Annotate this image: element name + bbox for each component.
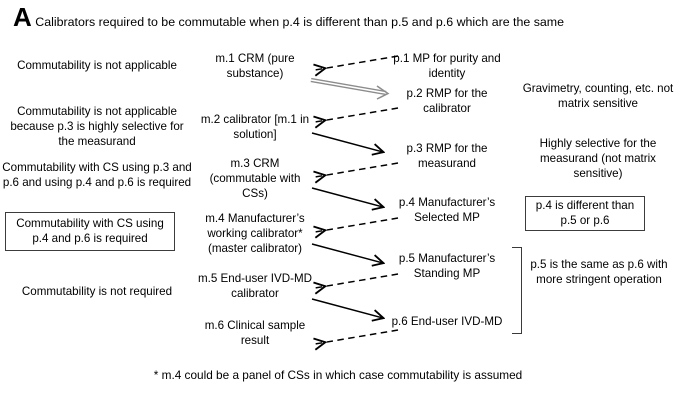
procedure-p2: p.2 RMP for the calibrator	[406, 87, 488, 115]
material-m4: m.4 Manufacturer’s working calibrator* (…	[205, 212, 305, 255]
panel-letter: A	[13, 2, 32, 32]
annotation-p4-different-label: p.4 is different than p.5 or p.6	[535, 198, 635, 227]
annotation-gravimetry: Gravimetry, counting, etc. not matrix se…	[522, 82, 674, 110]
annotation-p4-different-boxed: p.4 is different than p.5 or p.6	[525, 196, 645, 231]
commutability-statement-5: Commutability is not required	[21, 285, 173, 298]
arrow-m4-to-p5	[311, 243, 383, 263]
arrow-m2-to-p3	[311, 132, 383, 152]
arrow-m5-to-p6	[311, 298, 383, 318]
arrow-m3-to-p4	[311, 187, 383, 207]
material-m6: m.6 Clinical sample result	[204, 319, 306, 347]
procedure-p1: p.1 MP for purity and identity	[393, 52, 501, 80]
material-m3: m.3 CRM (commutable with CSs)	[209, 157, 301, 200]
material-m2: m.2 calibrator [m.1 in solution]	[200, 113, 310, 141]
annotation-p5-same-as-p6: p.5 is the same as p.6 with more stringe…	[530, 258, 668, 286]
page-title: Calibrators required to be commutable wh…	[35, 15, 565, 29]
material-m1: m.1 CRM (pure substance)	[215, 52, 295, 80]
arrow-m1-to-p2-double	[310, 77, 390, 100]
procedure-p3: p.3 RMP for the measurand	[406, 142, 488, 170]
procedure-p6: p.6 End-user IVD-MD	[391, 315, 503, 328]
commutability-statement-2: Commutability is not applicable because …	[10, 105, 184, 148]
procedure-p4: p.4 Manufacturer’s Selected MP	[398, 196, 496, 224]
annotation-highly-selective: Highly selective for the measurand (not …	[539, 137, 657, 180]
commutability-statement-1: Commutability is not applicable	[17, 59, 177, 72]
commutability-statement-4-boxed: Commutability with CS using p.4 and p.6 …	[5, 212, 175, 251]
panel-header: A Calibrators required to be commutable …	[0, 4, 676, 34]
arrow-p6-to-m6	[315, 329, 399, 344]
commutability-statement-3: Commutability with CS using p.3 and p.6 …	[2, 161, 192, 189]
procedure-p5: p.5 Manufacturer’s Standing MP	[398, 252, 496, 280]
commutability-statement-4-label: Commutability with CS using p.4 and p.6 …	[16, 216, 164, 245]
material-m5: m.5 End-user IVD-MD calibrator	[197, 272, 313, 300]
p5-p6-grouping-bracket	[512, 247, 522, 334]
footnote: * m.4 could be a panel of CSs in which c…	[153, 368, 523, 382]
